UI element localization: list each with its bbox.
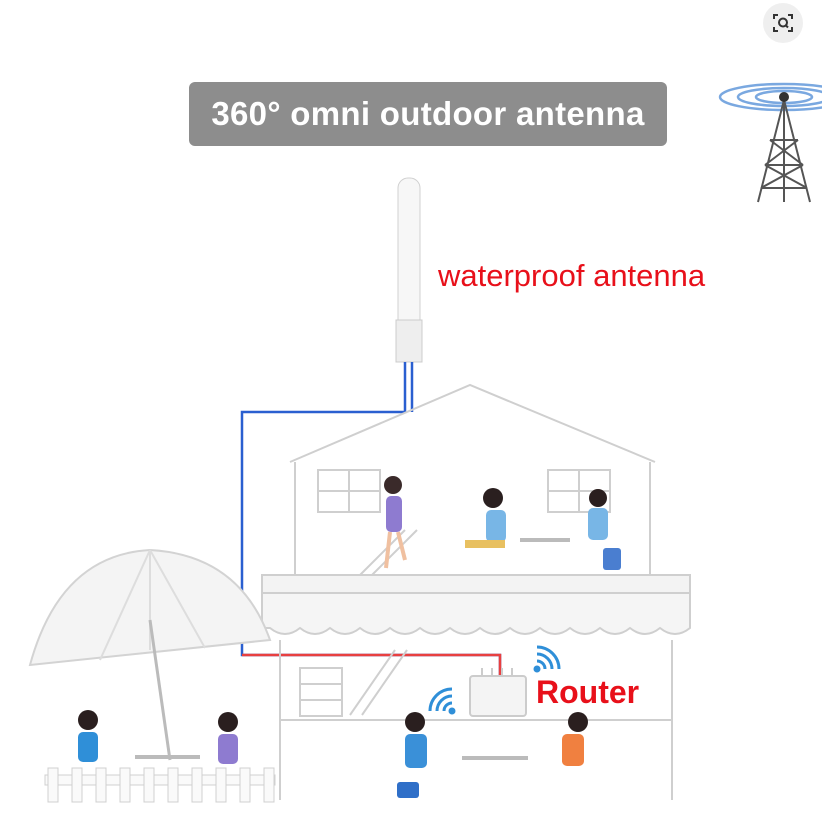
wifi-icon <box>533 645 561 673</box>
person <box>384 476 407 569</box>
visual-search-icon[interactable] <box>763 3 803 43</box>
antenna-cable <box>240 362 502 680</box>
umbrella <box>28 548 272 761</box>
person <box>588 489 621 570</box>
antenna-label: waterproof antenna <box>438 258 706 293</box>
product-title: 360° omni outdoor antenna <box>189 82 667 146</box>
person <box>218 712 238 764</box>
person <box>562 712 588 766</box>
person <box>397 712 427 798</box>
outdoor-antenna <box>395 177 423 363</box>
people <box>78 476 621 798</box>
cell-tower-icon <box>718 82 822 203</box>
table <box>462 756 528 760</box>
wifi-icon <box>428 687 456 715</box>
person <box>465 488 506 548</box>
house <box>261 383 691 800</box>
person <box>78 710 98 762</box>
router-label: Router <box>536 674 640 710</box>
fence <box>44 767 276 803</box>
table <box>520 538 570 542</box>
table <box>135 755 200 759</box>
router-device <box>469 668 527 717</box>
